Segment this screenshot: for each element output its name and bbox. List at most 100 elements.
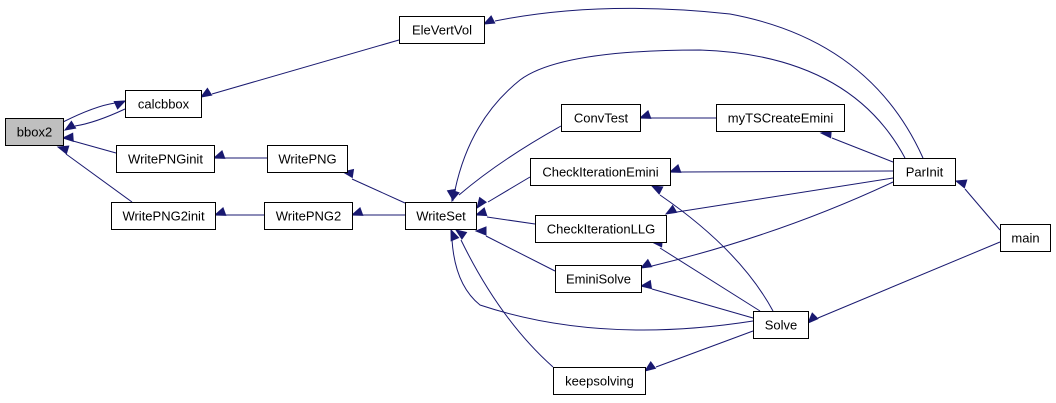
edge-main-to-Solve bbox=[807, 241, 1001, 324]
arrowhead bbox=[474, 226, 487, 236]
arrowhead bbox=[63, 120, 77, 131]
node-label: WritePNG2 bbox=[276, 209, 342, 224]
node-box[interactable] bbox=[553, 367, 646, 395]
node-box[interactable] bbox=[111, 202, 216, 230]
node-label: WritePNG2init bbox=[122, 209, 205, 224]
node-box[interactable] bbox=[561, 104, 641, 132]
edge-EleVertVol-to-calcbbox bbox=[199, 39, 400, 98]
node-myTSCreateEmini[interactable]: myTSCreateEmini bbox=[716, 104, 845, 132]
edge-WriteSet-to-WritePNG2 bbox=[350, 206, 405, 216]
node-box[interactable] bbox=[535, 215, 667, 243]
edge-WriteSet-to-WritePNG bbox=[341, 168, 406, 204]
edge-line bbox=[651, 181, 894, 267]
arrowhead bbox=[643, 360, 657, 372]
edge-line bbox=[74, 108, 126, 127]
edge-Solve-to-WriteSet bbox=[450, 228, 754, 331]
node-label: WritePNG bbox=[278, 152, 336, 167]
node-WritePNG[interactable]: WritePNG bbox=[267, 145, 348, 173]
node-label: ParInit bbox=[906, 165, 944, 180]
node-box[interactable] bbox=[125, 90, 202, 118]
node-label: keepsolving bbox=[565, 374, 634, 389]
edge-WritePNGinit-to-bbox2 bbox=[61, 132, 117, 154]
arrowhead bbox=[474, 207, 488, 217]
node-label: WritePNGinit bbox=[128, 152, 203, 167]
node-box[interactable] bbox=[716, 104, 845, 132]
node-label: EleVertVol bbox=[412, 23, 472, 38]
edge-line bbox=[651, 288, 754, 319]
arrowhead bbox=[482, 15, 496, 25]
node-EleVertVol[interactable]: EleVertVol bbox=[399, 16, 485, 44]
edge-ParInit-to-WriteSet bbox=[446, 49, 906, 202]
node-label: EminiSolve bbox=[566, 272, 631, 287]
node-ParInit[interactable]: ParInit bbox=[893, 158, 956, 186]
node-box[interactable] bbox=[555, 265, 642, 293]
arrowhead bbox=[668, 163, 682, 173]
node-label: CheckIterationEmini bbox=[542, 165, 658, 180]
node-box[interactable] bbox=[264, 202, 353, 230]
node-box[interactable] bbox=[5, 118, 64, 146]
arrowhead bbox=[113, 100, 127, 110]
node-box[interactable] bbox=[893, 158, 956, 186]
edge-ParInit-to-CheckIterationEmini bbox=[668, 163, 894, 173]
node-box[interactable] bbox=[116, 145, 215, 173]
edge-main-to-ParInit bbox=[954, 179, 1001, 231]
edges bbox=[56, 7, 1001, 372]
arrowhead bbox=[61, 132, 74, 142]
edge-line bbox=[458, 125, 562, 196]
node-CheckIterationEmini[interactable]: CheckIterationEmini bbox=[530, 158, 671, 186]
node-label: bbox2 bbox=[17, 125, 52, 140]
edge-Solve-to-CheckIterationLLG bbox=[650, 238, 761, 312]
edge-Solve-to-CheckIterationEmini bbox=[650, 185, 774, 312]
arrowhead bbox=[454, 229, 468, 240]
arrowhead bbox=[954, 179, 968, 189]
node-box[interactable] bbox=[753, 311, 809, 339]
edge-WritePNG2init-to-bbox2 bbox=[56, 145, 133, 203]
edge-calcbbox-to-bbox2 bbox=[63, 108, 126, 131]
edge-line bbox=[659, 194, 774, 312]
node-label: ConvTest bbox=[574, 111, 629, 126]
edge-myTSCreateEmini-to-ConvTest bbox=[638, 109, 716, 119]
node-WritePNGinit[interactable]: WritePNGinit bbox=[116, 145, 215, 173]
edge-line bbox=[831, 137, 894, 163]
edge-line bbox=[487, 176, 531, 203]
arrowhead bbox=[638, 109, 652, 119]
node-box[interactable] bbox=[530, 158, 671, 186]
node-WritePNG2[interactable]: WritePNG2 bbox=[264, 202, 353, 230]
arrowhead bbox=[639, 258, 653, 269]
node-main[interactable]: main bbox=[1000, 224, 1051, 252]
edge-line bbox=[817, 241, 1001, 319]
node-Solve[interactable]: Solve bbox=[753, 311, 809, 339]
node-EminiSolve[interactable]: EminiSolve bbox=[555, 265, 642, 293]
edge-line bbox=[454, 49, 906, 191]
node-label: calcbbox bbox=[138, 97, 190, 112]
arrowhead bbox=[807, 312, 819, 324]
node-box[interactable] bbox=[1000, 224, 1051, 252]
edge-line bbox=[211, 39, 400, 95]
arrowhead bbox=[213, 206, 227, 216]
edge-line bbox=[676, 177, 894, 213]
node-WritePNG2init[interactable]: WritePNG2init bbox=[111, 202, 216, 230]
node-CheckIterationLLG[interactable]: CheckIterationLLG bbox=[535, 215, 667, 243]
node-label: CheckIterationLLG bbox=[547, 222, 655, 237]
edge-line bbox=[451, 239, 754, 331]
edge-line bbox=[351, 178, 406, 204]
node-ConvTest[interactable]: ConvTest bbox=[561, 104, 641, 132]
node-box[interactable] bbox=[267, 145, 348, 173]
arrowhead bbox=[639, 279, 653, 290]
edge-line bbox=[62, 102, 116, 123]
edge-Solve-to-EminiSolve bbox=[639, 279, 754, 319]
edge-line bbox=[65, 153, 133, 203]
node-keepsolving[interactable]: keepsolving bbox=[553, 367, 646, 395]
node-WriteSet[interactable]: WriteSet bbox=[405, 202, 477, 230]
node-label: Solve bbox=[765, 318, 798, 333]
arrowhead bbox=[450, 228, 460, 242]
node-calcbbox[interactable]: calcbbox bbox=[125, 90, 202, 118]
edge-line bbox=[460, 239, 554, 368]
node-box[interactable] bbox=[405, 202, 477, 230]
node-box[interactable] bbox=[399, 16, 485, 44]
edge-ParInit-to-EminiSolve bbox=[639, 181, 894, 269]
edge-bbox2-to-calcbbox bbox=[62, 100, 127, 123]
node-bbox2[interactable]: bbox2 bbox=[5, 118, 64, 146]
